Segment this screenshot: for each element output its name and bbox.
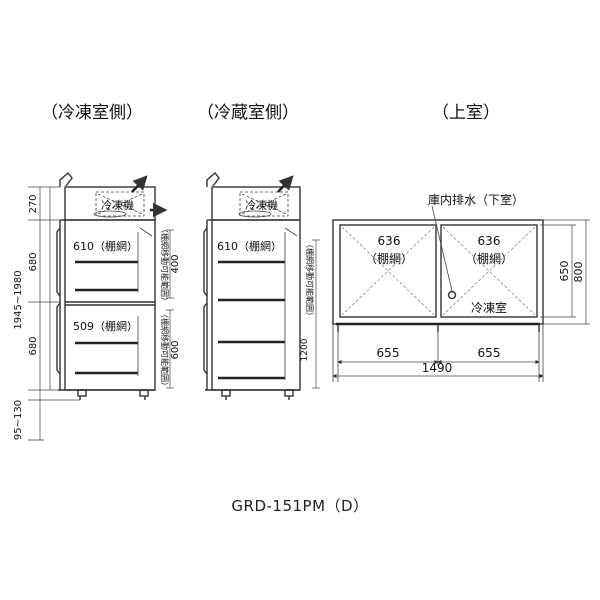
dim-600: 600 xyxy=(170,340,181,359)
height-dimensions: 270 680 680 1945~1980 95~130 xyxy=(13,186,80,441)
right-compartment-shelf: （棚網） xyxy=(465,251,513,266)
dim-680-lower: 680 xyxy=(28,336,39,355)
right-compartment-depth: 636 xyxy=(478,234,501,248)
dim-1490: 1490 xyxy=(422,361,453,375)
dim-400: 400 xyxy=(170,254,181,273)
freezer-compartment-label: 冷凍室 xyxy=(471,300,507,315)
fridge-range-label: （棚網移動可能範囲） xyxy=(305,240,315,320)
freezer-range-label-lower: （棚網移動可能範囲） xyxy=(160,310,170,390)
dim-270: 270 xyxy=(28,194,39,213)
top-view: 庫内排水（下室） 636 （棚網） 636 （棚網） 冷凍室 650 800 6… xyxy=(332,192,590,382)
freezer-range-label-upper: （棚網移動可能範囲） xyxy=(160,225,170,305)
top-view-title: （上室） xyxy=(432,103,500,123)
dim-1200: 1200 xyxy=(300,338,310,361)
left-compartment-shelf: （棚網） xyxy=(365,251,413,266)
freezer-side-view: 610（棚網） 509（棚網） 冷凍機 400 600 （棚網移動可能範囲） （… xyxy=(56,171,181,400)
dim-655-left: 655 xyxy=(377,346,400,360)
fridge-unit-label: 冷凍機 xyxy=(245,198,278,212)
dim-overall-height: 1945~1980 xyxy=(13,270,24,329)
fridge-side-title: （冷蔵室側） xyxy=(197,103,299,123)
dim-655-right: 655 xyxy=(478,346,501,360)
drain-label: 庫内排水（下室） xyxy=(428,192,524,207)
dim-650: 650 xyxy=(558,261,571,282)
dim-800: 800 xyxy=(572,262,585,283)
dim-legs: 95~130 xyxy=(13,400,24,440)
fridge-side-view: 610（棚網） 冷凍機 （棚網移動可能範囲） 1200 xyxy=(203,171,320,400)
model-number: GRD-151PM（D） xyxy=(231,497,369,515)
freezer-lower-shelf-label: 509（棚網） xyxy=(73,319,138,333)
freezer-side-title: （冷凍室側） xyxy=(41,103,143,123)
left-compartment-depth: 636 xyxy=(378,234,401,248)
freezer-unit-label: 冷凍機 xyxy=(101,198,134,212)
freezer-upper-shelf-label: 610（棚網） xyxy=(73,239,138,253)
fridge-shelf-label: 610（棚網） xyxy=(217,239,282,253)
dim-680-upper: 680 xyxy=(28,252,39,271)
